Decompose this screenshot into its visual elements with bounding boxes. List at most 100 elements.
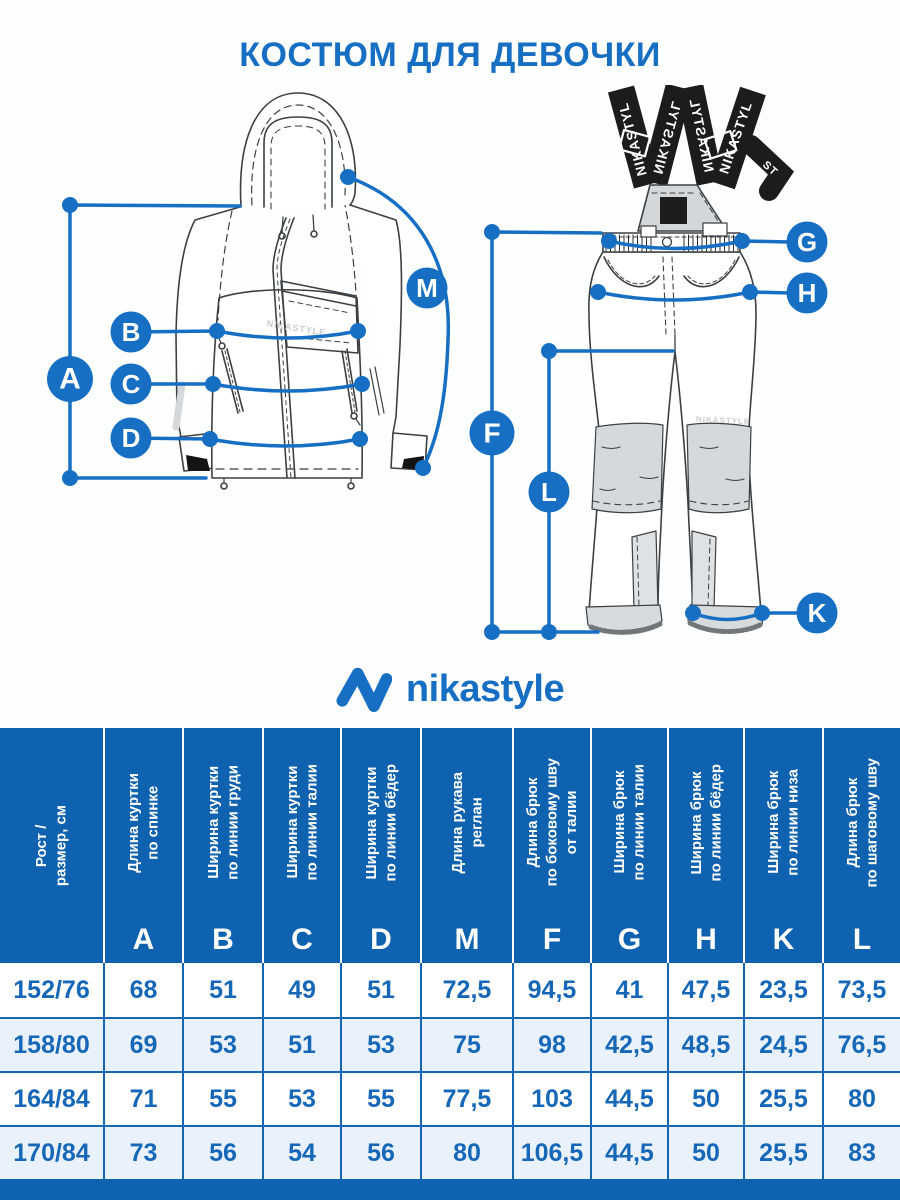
svg-text:F: F: [483, 418, 500, 449]
logo-text: nikastyle: [405, 667, 565, 710]
value-cell: 77,5: [420, 1073, 512, 1125]
value-cell: 47,5: [667, 963, 743, 1017]
marker-f: F: [469, 410, 515, 456]
value-cell: 53: [262, 1073, 340, 1125]
value-cell: 98: [512, 1019, 590, 1071]
value-cell: 53: [182, 1019, 262, 1071]
svg-text:K: K: [808, 598, 827, 628]
header-label: Ширина куртки по линии груди: [204, 765, 242, 880]
value-cell: 44,5: [590, 1127, 667, 1179]
marker-m: M: [406, 267, 448, 309]
value-cell: 72,5: [420, 963, 512, 1017]
svg-text:B: B: [122, 317, 141, 347]
value-cell: 76,5: [822, 1019, 900, 1071]
marker-d: D: [110, 417, 152, 459]
value-cell: 48,5: [667, 1019, 743, 1071]
value-cell: 44,5: [590, 1073, 667, 1125]
measure-dots: [62, 169, 770, 640]
value-cell: 94,5: [512, 963, 590, 1017]
value-cell: 49: [262, 963, 340, 1017]
value-cell: 24,5: [743, 1019, 822, 1071]
value-cell: 80: [822, 1073, 900, 1125]
value-cell: 41: [590, 963, 667, 1017]
marker-a: A: [47, 356, 93, 402]
pants-watermark: NIKASTYLE: [696, 415, 751, 427]
value-cell: 55: [340, 1073, 420, 1125]
header-letter: M: [454, 923, 480, 956]
marker-k: K: [796, 592, 838, 634]
value-cell: 51: [340, 963, 420, 1017]
jacket-drawing: [172, 92, 428, 490]
header-label: Длина куртки по спинке: [125, 772, 162, 873]
header-letter: D: [370, 923, 392, 956]
brand-logo: nikastyle: [0, 660, 900, 718]
value-cell: 51: [182, 963, 262, 1017]
value-cell: 75: [420, 1019, 512, 1071]
header-label: Длина брюк по боковому шву от талии: [523, 758, 580, 887]
value-cell: 50: [667, 1127, 743, 1179]
value-cell: 54: [262, 1127, 340, 1179]
svg-text:L: L: [541, 477, 557, 507]
marker-g: G: [786, 221, 828, 263]
value-cell: 42,5: [590, 1019, 667, 1071]
header-letter: L: [852, 923, 872, 956]
value-cell: 73: [103, 1127, 182, 1179]
svg-text:M: M: [416, 273, 438, 303]
marker-b: B: [110, 311, 152, 353]
value-cell: 25,5: [743, 1073, 822, 1125]
page-title: КОСТЮМ ДЛЯ ДЕВОЧКИ: [239, 36, 661, 74]
logo-icon: [336, 667, 392, 713]
header-label: Ширина брюк по линии низа: [765, 769, 802, 876]
header-letter: H: [695, 923, 717, 956]
pants-drawing: [585, 85, 795, 635]
value-cell: 106,5: [512, 1127, 590, 1179]
header-letter: F: [542, 923, 562, 956]
size-cell: 164/84: [13, 1084, 90, 1113]
marker-h: H: [786, 272, 828, 314]
measure-markers: A B C D M F L G H K: [47, 221, 838, 634]
header-letter: A: [132, 923, 155, 956]
header-label: Ширина куртки по линии бёдер: [362, 763, 400, 882]
value-cell: 50: [667, 1073, 743, 1125]
header-label: Рост / размер, см: [33, 804, 70, 887]
svg-text:D: D: [122, 423, 141, 453]
header-letter: K: [772, 923, 795, 956]
header-label: Длина брюк по шаговому шву: [843, 757, 881, 888]
svg-text:G: G: [797, 227, 817, 257]
size-cell: 158/80: [13, 1030, 90, 1059]
svg-text:C: C: [122, 369, 141, 399]
marker-c: C: [110, 363, 152, 405]
value-cell: 69: [103, 1019, 182, 1071]
header-label: Ширина брюк по линии бёдер: [687, 763, 725, 882]
value-cell: 23,5: [743, 963, 822, 1017]
value-cell: 51: [262, 1019, 340, 1071]
header-label: Ширина куртки по линии талии: [283, 764, 321, 881]
header-label: Длина рукава реглан: [448, 771, 486, 874]
size-cell: 152/76: [13, 975, 90, 1004]
bottom-bar: [0, 1179, 900, 1200]
value-cell: 73,5: [822, 963, 900, 1017]
value-cell: 68: [103, 963, 182, 1017]
value-cell: 103: [512, 1073, 590, 1125]
header-letter: B: [212, 923, 234, 956]
header-letter: C: [291, 923, 313, 956]
value-cell: 53: [340, 1019, 420, 1071]
marker-l: L: [528, 471, 570, 513]
value-cell: 80: [420, 1127, 512, 1179]
value-cell: 71: [103, 1073, 182, 1125]
